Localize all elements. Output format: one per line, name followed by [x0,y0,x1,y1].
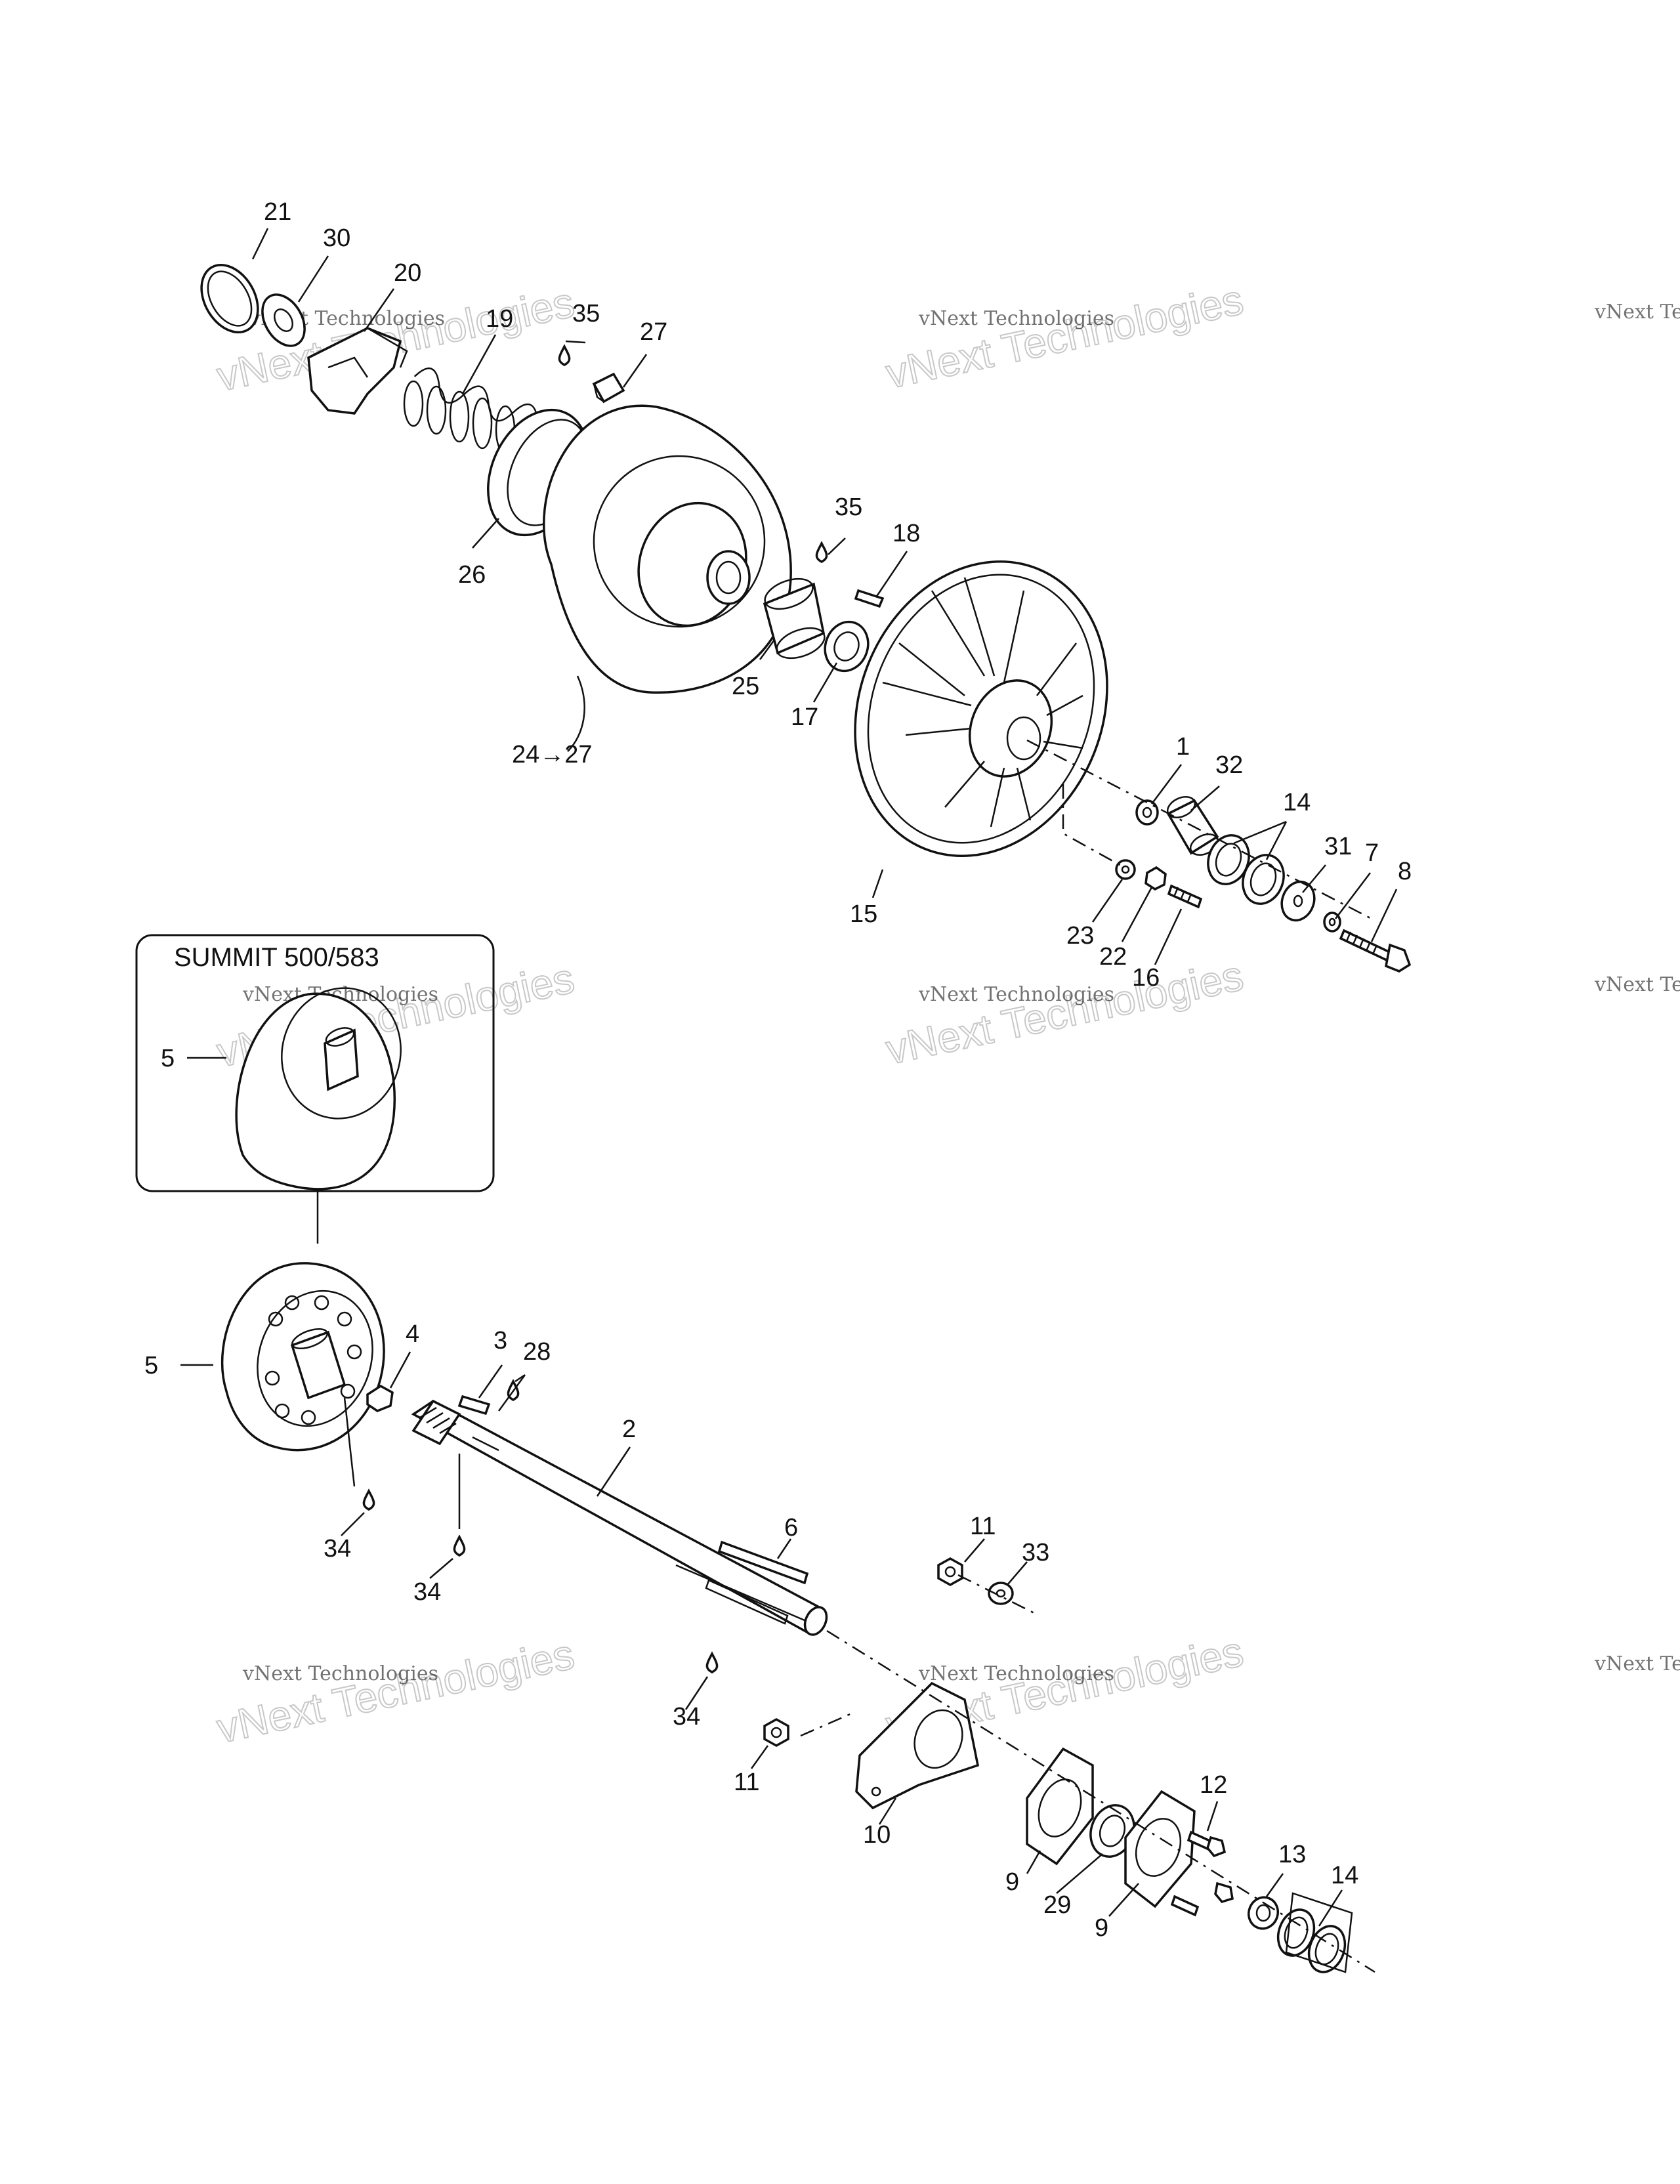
part-label-26: 26 [458,561,486,589]
part-11-nut [763,1717,789,1748]
part-10-bearing-plate [855,1681,980,1810]
part-label-8: 8 [1398,858,1412,885]
part-23-washer [1115,859,1136,880]
part-4-cap [366,1384,394,1412]
part-22-nut [1144,866,1167,891]
part-label-1: 1 [1176,733,1190,761]
part-label-5: 5 [144,1352,158,1379]
part-label-10: 10 [863,1821,891,1849]
watermark-small: vNext Technologies [1594,301,1680,324]
part-label-11: 11 [970,1513,996,1540]
part-label-5-inset: 5 [161,1045,175,1072]
part-21-snap-ring [200,263,259,334]
part-13-spacer [1248,1896,1279,1930]
part-label-3: 3 [494,1327,507,1354]
watermark-small: vNext Technologies [242,1662,438,1685]
part-19-spring [403,368,539,455]
part-label-20: 20 [394,259,421,287]
watermark-small: vNext Technologies [918,983,1114,1006]
part-label-19: 19 [486,305,513,333]
part-2-shaft [411,1399,828,1636]
watermark-large: vNext Technologies [882,276,1248,398]
part-15-fixed-half [854,560,1108,857]
centerline [957,1574,1038,1616]
part-label-35: 35 [572,300,600,327]
part-8-bolt [1339,929,1412,973]
part-30-washer [261,293,306,347]
part-label-32: 32 [1215,751,1243,779]
part-18-key [854,589,885,608]
watermark-small: vNext Technologies [918,307,1114,330]
part-1-washer [1135,799,1159,826]
part-16-set-screw [1167,884,1203,909]
part-9-bearing-flange [1124,1790,1196,1908]
part-label-11: 11 [734,1769,759,1796]
part-label-14: 14 [1283,789,1311,816]
part-20-cam [307,327,408,415]
part-12-bolt [1170,1830,1234,1917]
part-5-drive-disc [220,1262,385,1452]
part-label-2: 2 [622,1416,636,1443]
watermark-small: vNext Technologies [1594,1652,1680,1675]
part-label-14: 14 [1331,1862,1358,1889]
part-label-15: 15 [850,900,877,928]
part-label-34: 34 [673,1703,700,1731]
part-label-34: 34 [413,1578,441,1606]
part-label-6: 6 [784,1514,798,1542]
part-label-16: 16 [1132,964,1160,992]
centerline [800,1712,854,1737]
part-label-28: 28 [523,1338,551,1366]
part-label-7: 7 [1365,839,1379,867]
watermark-small: vNext Technologies [1594,973,1680,996]
part-label-17: 17 [791,704,818,731]
part-label-9: 9 [1095,1914,1108,1942]
part-label-4: 4 [406,1320,419,1348]
part-label-31: 31 [1324,833,1352,860]
centerline [1026,739,1372,920]
part-label-33: 33 [1022,1539,1049,1566]
grease-drop-icon [558,344,571,366]
part-6-key [717,1540,809,1585]
part-label-9: 9 [1005,1868,1019,1896]
part-14-shims [1276,1892,1353,1973]
inset-title: SUMMIT 500/583 [174,943,379,972]
part-24-sliding-half [543,404,792,694]
watermark-small: vNext Technologies [918,1662,1114,1685]
grease-drop-icon [453,1534,466,1557]
upper-assembly: 21 30 20 19 35 27 26 35 18 25 17 24→27 1… [200,198,1412,992]
grease-drop-icon [705,1651,719,1673]
part-label-23: 23 [1066,922,1094,950]
part-label-21: 21 [264,198,291,226]
part-label-27: 27 [640,318,667,346]
part-label-12: 12 [1200,1771,1227,1799]
part-31-washer [1280,880,1316,922]
part-label-29: 29 [1043,1891,1071,1919]
lower-assembly: 5 4 3 28 2 34 34 6 11 33 34 11 10 12 9 2… [144,1262,1376,1973]
part-3-key [457,1395,491,1416]
part-5-alt-drive-disc [235,987,402,1190]
grease-drop-icon [362,1488,375,1511]
centerline [1062,784,1123,868]
part-17-washer [824,620,870,673]
part-27-slider-shoe [592,372,625,404]
watermarks: vNext Technologies vNext Technologies vN… [212,275,1680,1753]
part-label-25: 25 [732,673,759,700]
part-33-washer [988,1582,1014,1605]
part-25-sleeve [763,578,826,660]
grease-drop-icon [815,541,828,563]
part-11-nut [937,1557,963,1587]
part-9-bearing-flange [1026,1747,1094,1866]
watermark-large: vNext Technologies [213,1630,578,1752]
summit-inset-box: SUMMIT 500/583 5 [135,934,495,1192]
watermark-large: vNext Technologies [882,952,1248,1074]
part-label-34: 34 [324,1535,351,1563]
part-label-18: 18 [892,520,920,547]
part-label-30: 30 [323,224,350,252]
inset-frame [135,934,495,1192]
part-label-24-27: 24→27 [512,741,593,768]
part-label-22: 22 [1099,943,1127,971]
part-label-13: 13 [1278,1841,1306,1868]
part-label-35: 35 [835,494,862,521]
